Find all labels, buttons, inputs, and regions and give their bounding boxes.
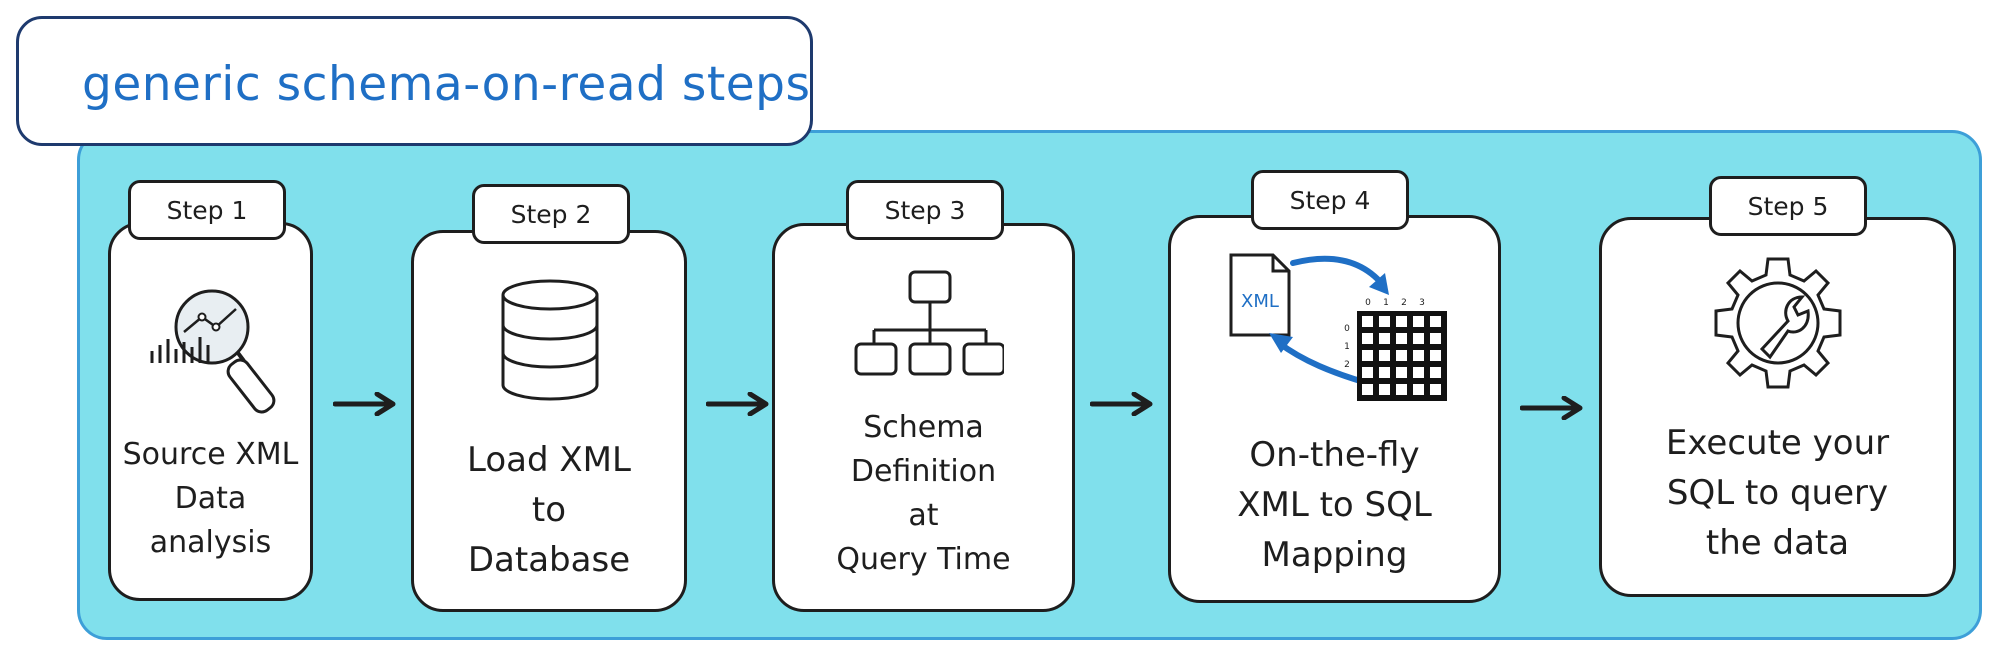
- step-4-tag: Step 4: [1251, 170, 1409, 230]
- arrow-3-icon: [1090, 392, 1153, 416]
- step-5-tag: Step 5: [1709, 176, 1867, 236]
- grid-row-label: 2: [1344, 360, 1350, 370]
- gear-wrench-icon: [1714, 257, 1842, 389]
- hierarchy-icon: [854, 270, 1004, 376]
- arrow-1-icon: [333, 392, 396, 416]
- title-box: generic schema-on-read steps: [16, 16, 813, 146]
- step-4-card: XML 0 1 2 3 0 1 2 On-the-fly XML to SQL …: [1168, 215, 1501, 603]
- database-icon: [501, 279, 599, 401]
- step-3-card: Schema Definition at Query Time: [772, 223, 1075, 612]
- grid-col-label: 3: [1419, 298, 1425, 308]
- step-2-tag: Step 2: [472, 184, 630, 244]
- step-2-label: Load XML to Database: [467, 440, 631, 580]
- step-2-card: Load XML to Database: [411, 230, 687, 612]
- step-3-tag: Step 3: [846, 180, 1004, 240]
- xml-to-grid-icon: XML 0 1 2 3 0 1 2: [1229, 253, 1447, 401]
- grid-col-label: 1: [1383, 298, 1389, 308]
- arrow-2-icon: [706, 392, 769, 416]
- arrow-4-icon: [1520, 396, 1583, 420]
- grid-col-label: 0: [1365, 298, 1371, 308]
- grid-col-label: 2: [1401, 298, 1407, 308]
- xml-file-text: XML: [1241, 291, 1279, 312]
- step-4-label: On-the-fly XML to SQL Mapping: [1237, 435, 1432, 575]
- magnifier-chart-icon: [150, 289, 276, 414]
- step-5-label: Execute your SQL to query the data: [1665, 423, 1890, 563]
- step-3-label: Schema Definition at Query Time: [836, 410, 1011, 577]
- grid-row-label: 1: [1344, 342, 1350, 352]
- step-5-card: Execute your SQL to query the data: [1599, 217, 1956, 597]
- step-1-tag: Step 1: [128, 180, 286, 240]
- step-1-card: Source XML Data analysis: [108, 222, 313, 601]
- diagram-title: generic schema-on-read steps: [82, 57, 811, 112]
- grid-row-label: 0: [1344, 324, 1350, 334]
- step-1-label: Source XML Data analysis: [122, 437, 299, 560]
